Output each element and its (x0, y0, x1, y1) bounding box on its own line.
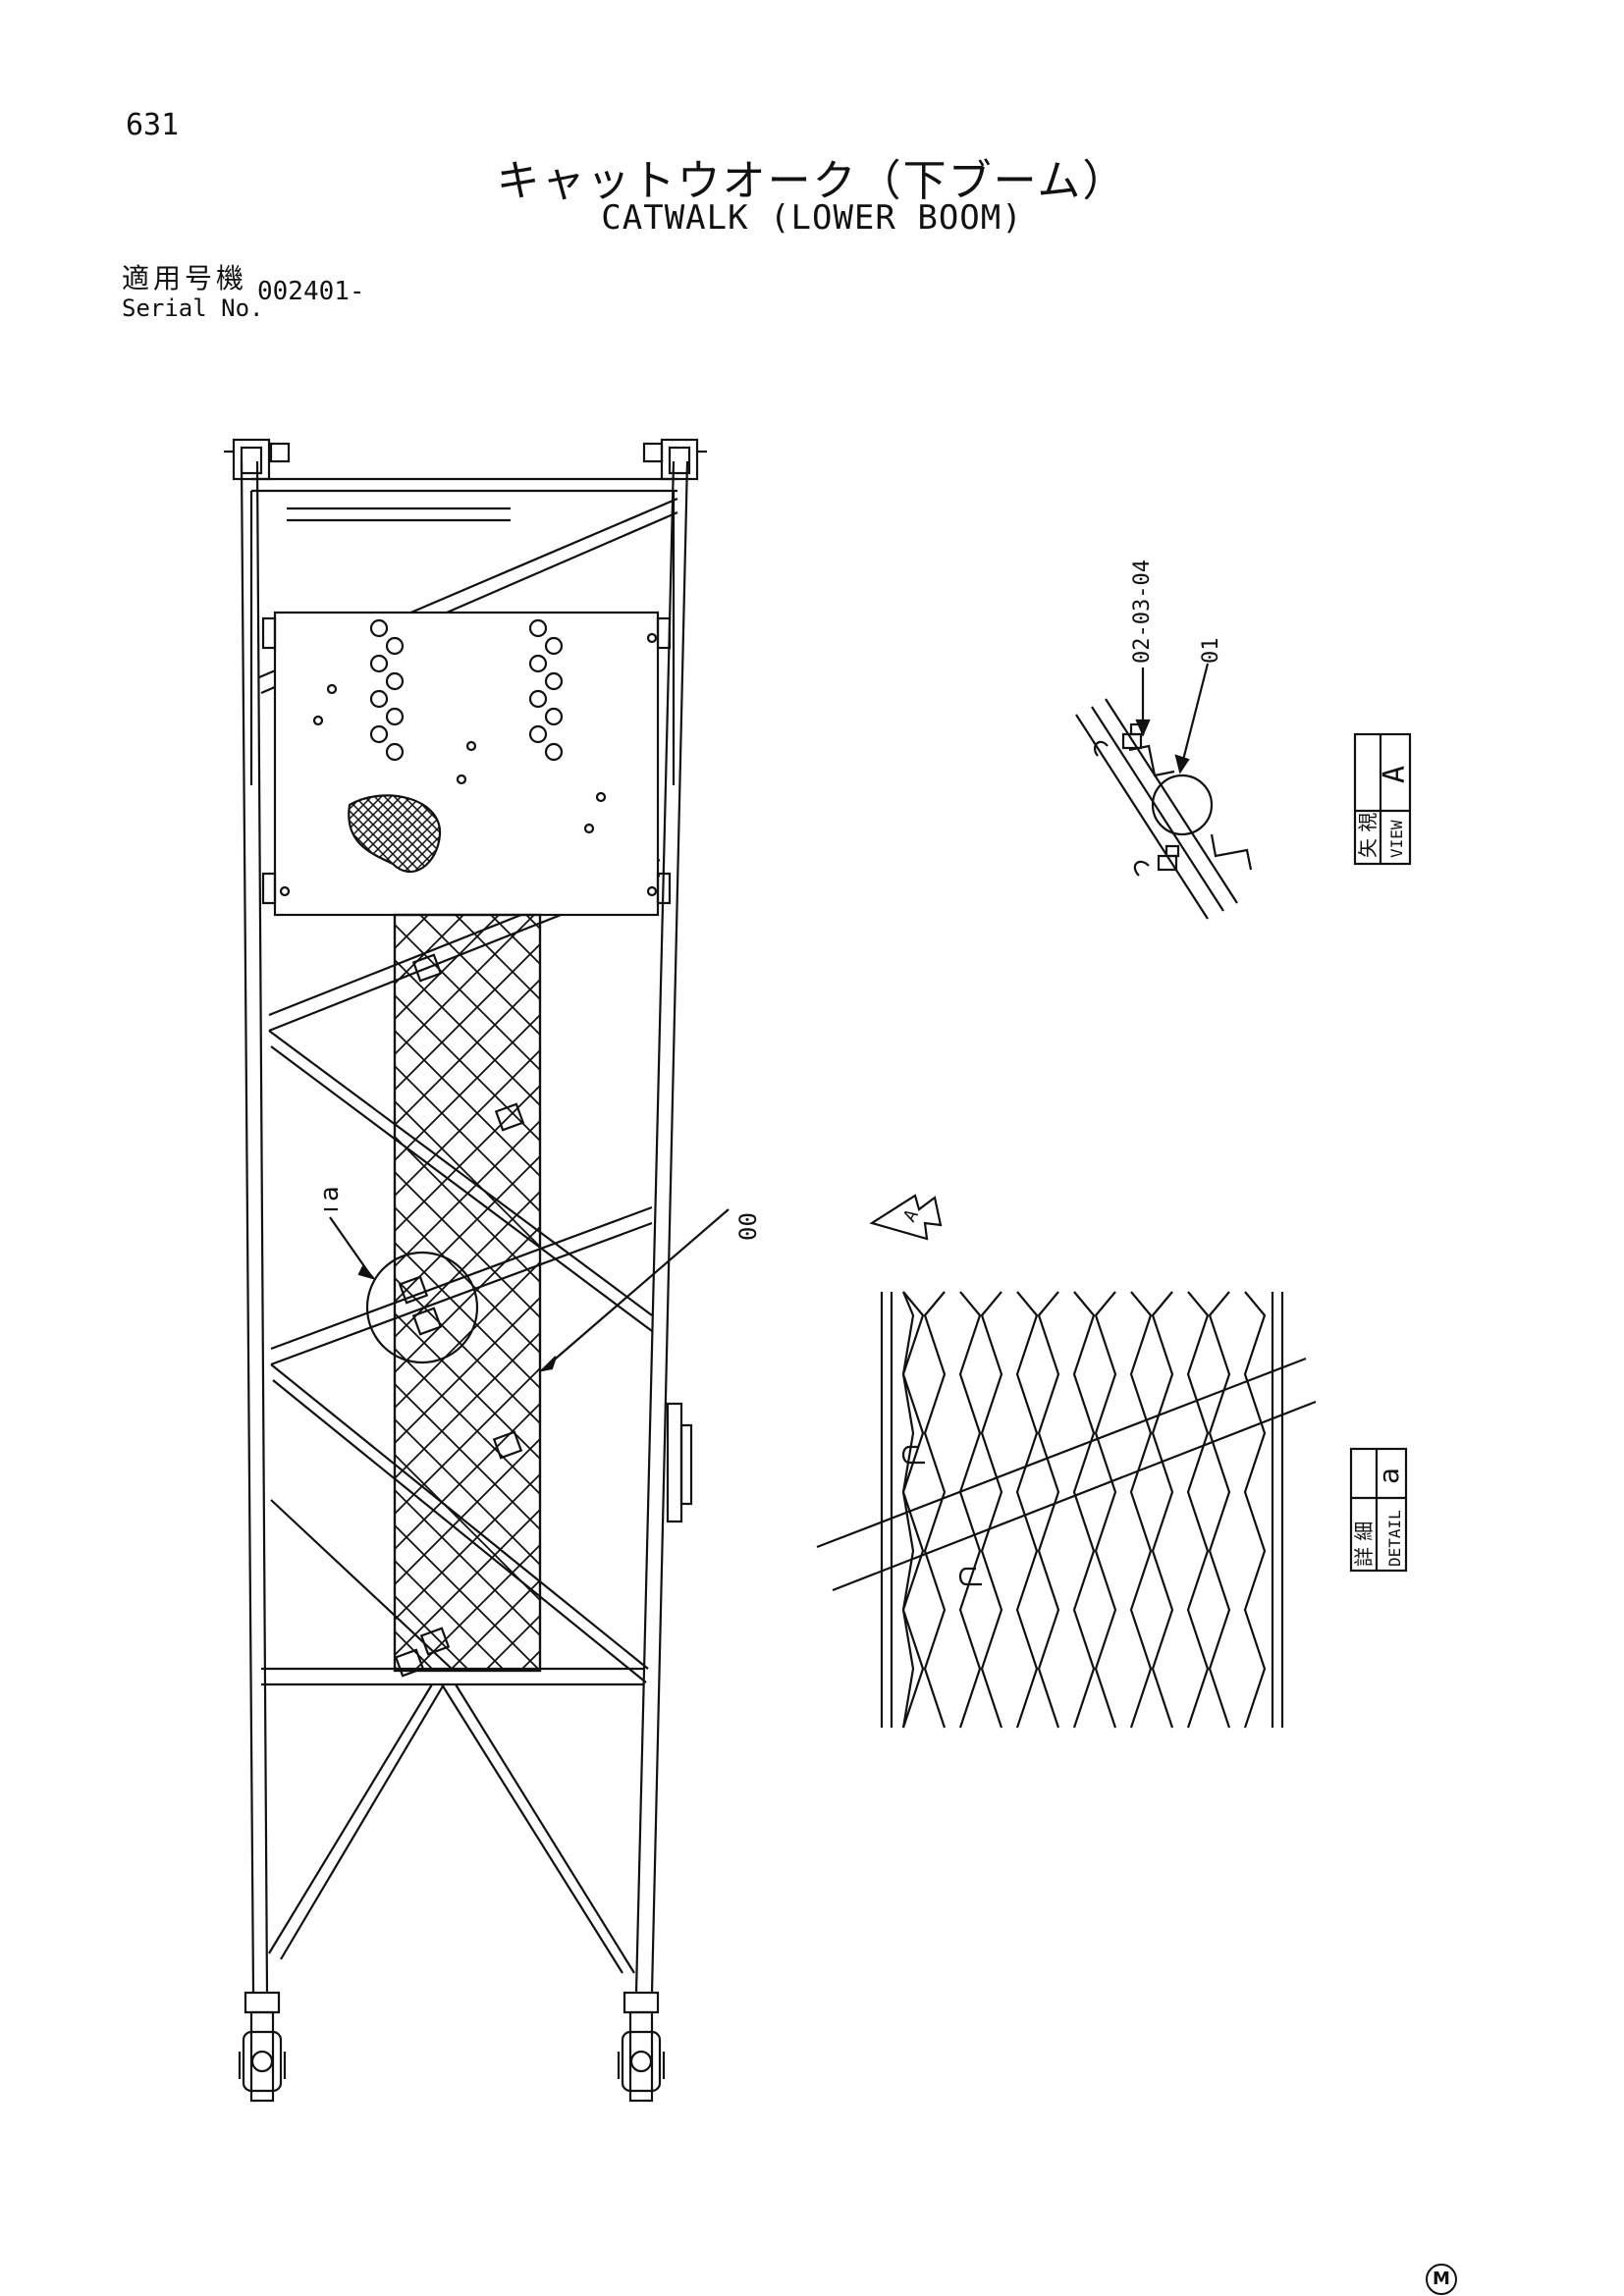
hole-group-right (528, 618, 564, 762)
detail-label-english: DETAIL (1385, 1510, 1404, 1567)
callout-catwalk-part: 00 (734, 1212, 762, 1241)
top-right-fitting (642, 438, 707, 481)
bottom-right-fitting (617, 1991, 666, 2103)
catwalk-mesh-panel (393, 913, 542, 1678)
manufacturer-mark: M (1426, 2264, 1457, 2295)
view-a-arrow (869, 1194, 943, 1241)
hole-group-left (369, 618, 405, 762)
side-bracket (666, 1402, 693, 1523)
callout-clamp-part: 01 (1199, 638, 1223, 665)
detail-label-letter: a (1373, 1468, 1405, 1484)
view-a-clamp-drawing (1075, 663, 1253, 920)
view-label-english: VIEW (1387, 820, 1406, 858)
serial-label-english: Serial No. (122, 294, 264, 322)
view-label-letter: A (1378, 766, 1412, 783)
callout-detail-marker: a (315, 1186, 345, 1201)
top-left-fitting (224, 438, 291, 481)
bottom-left-fitting (238, 1991, 287, 2103)
leader-00 (538, 1208, 730, 1372)
page-title-japanese: キャットウオーク（下ブーム） (496, 156, 1128, 206)
detail-a-marker (324, 1207, 479, 1364)
callout-bolt-part: 02-03-04 (1130, 560, 1155, 664)
top-platform-plate (261, 611, 672, 917)
page-number: 631 (126, 108, 180, 142)
view-a-label-box (1353, 732, 1412, 866)
detail-label-japanese: 詳 細 (1352, 1522, 1376, 1567)
serial-value: 002401- (257, 277, 365, 306)
serial-label-japanese: 適用号機 (122, 262, 248, 294)
page-title-english: CATWALK (LOWER BOOM) (601, 198, 1023, 238)
detail-a-mesh-drawing (816, 1291, 1317, 1729)
view-label-japanese: 矢 視 (1356, 813, 1380, 858)
detail-a-label-box (1349, 1447, 1408, 1573)
